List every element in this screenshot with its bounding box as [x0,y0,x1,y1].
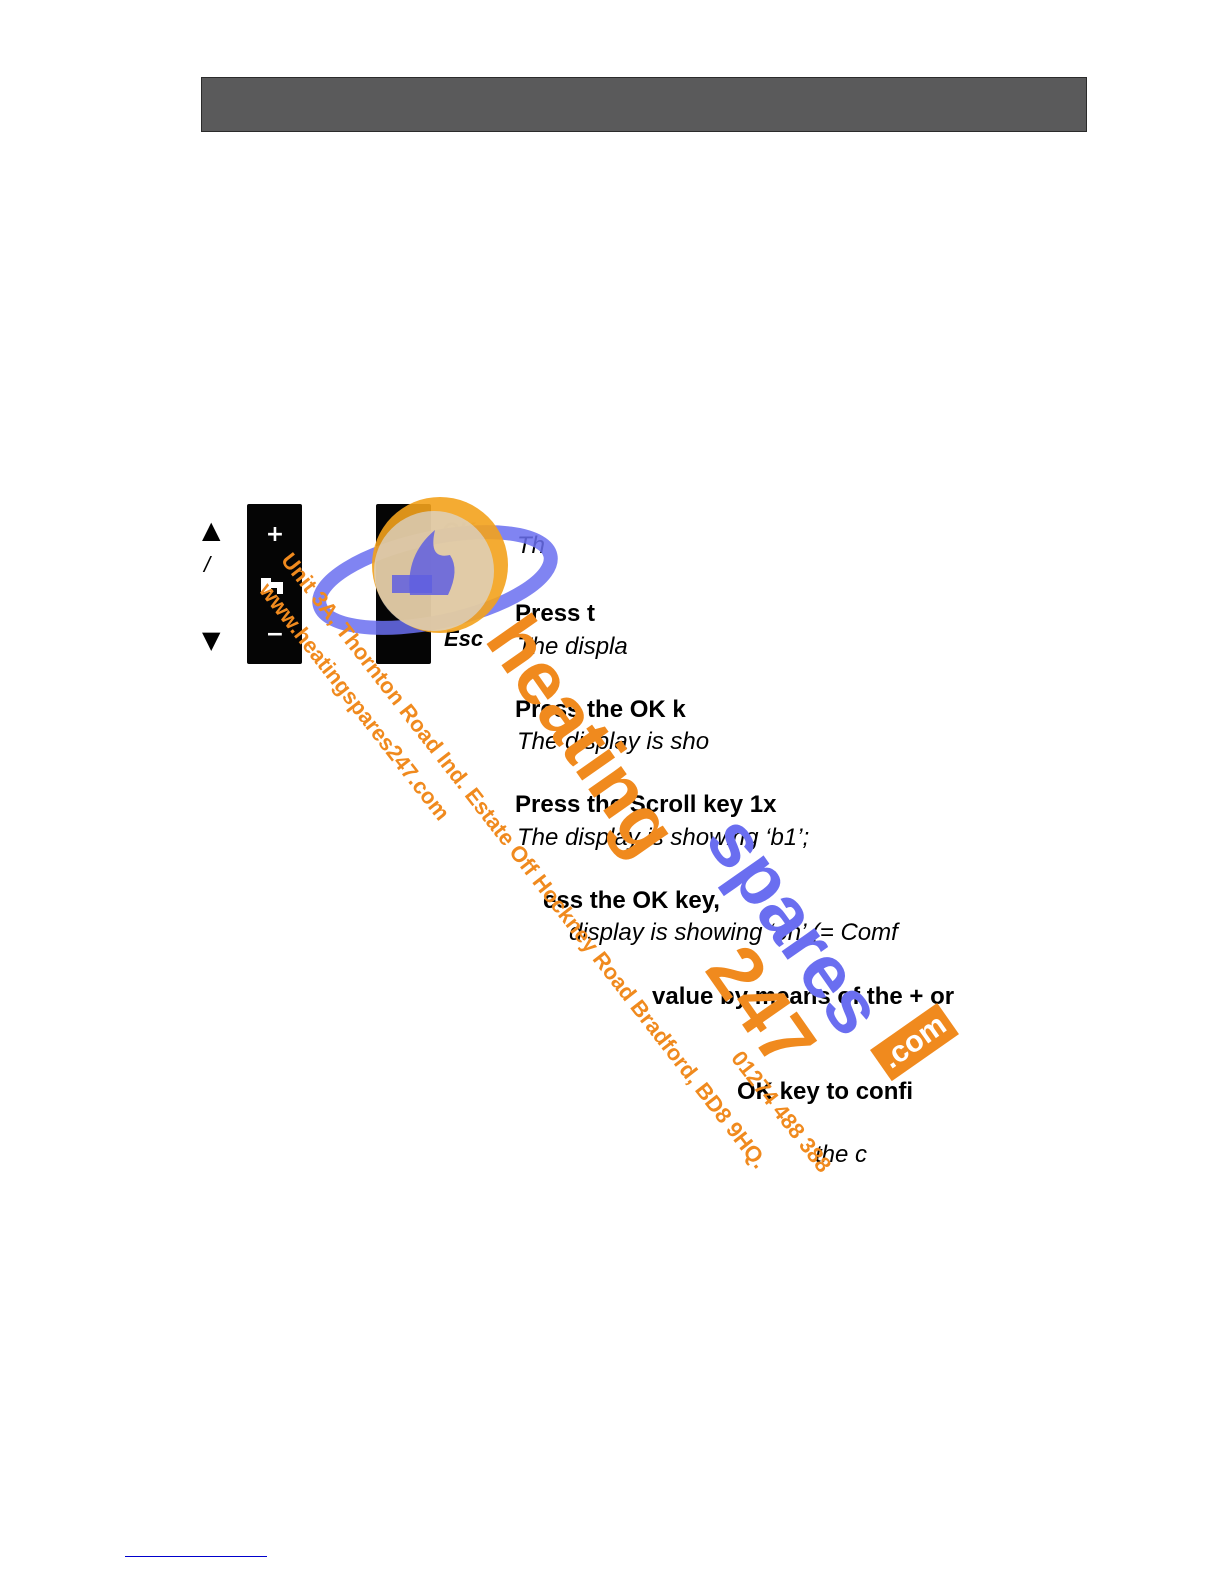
watermark-brand-tld: .com [870,1002,959,1082]
ok-esc-button-panel [376,504,431,664]
ok-label: OK [442,518,475,543]
esc-label: Esc [444,626,484,651]
up-arrow-icon: ▲ [202,516,221,544]
section-header-bar [201,77,1087,132]
step-5-action: value by means of the + or [652,983,955,1010]
step-intro-text: Th [517,532,546,559]
step-6-action: OK key to confi [737,1078,914,1105]
down-arrow-icon: ▼ [202,626,221,654]
tap-icon [261,578,283,594]
step-3-result: The display is showing ‘b1’; [517,824,810,851]
step-1-result: The displa [517,633,628,660]
step-4-result: display is showing ‘on’ (= Comf [569,919,898,946]
step-6-result: the c [815,1141,868,1168]
plus-minus-button-panel: + − [247,504,302,664]
step-4-action: ess the OK key, [543,887,720,914]
step-3-action: Press the Scroll key 1x [515,791,777,818]
plus-icon: + [265,522,285,547]
step-2-result: The display is sho [517,728,710,755]
minus-icon: − [265,622,285,647]
step-1-action: Press t [515,600,596,627]
footer-rule [125,1556,267,1557]
step-2-action: Press the OK k [515,696,686,723]
slash-separator: / [204,552,211,577]
